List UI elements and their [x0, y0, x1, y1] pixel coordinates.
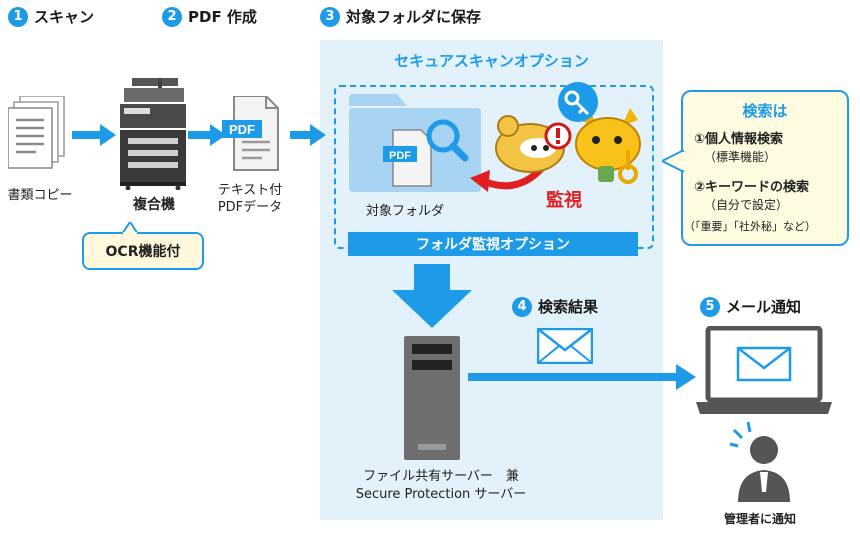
- server-label: ファイル共有サーバー 兼 Secure Protection サーバー: [330, 468, 552, 504]
- laptop-icon: [696, 326, 832, 414]
- ocr-callout-pointer: [122, 222, 138, 234]
- step-label: スキャン: [34, 8, 95, 26]
- arrow-right-icon: [188, 124, 226, 146]
- document-stack-icon: [8, 96, 65, 169]
- step-label: PDF 作成: [188, 8, 257, 26]
- server-line1: ファイル共有サーバー 兼: [363, 469, 519, 484]
- step-label: 対象フォルダに保存: [346, 8, 482, 26]
- step-number-badge: 1: [8, 6, 28, 27]
- down-arrow-icon: [392, 264, 472, 328]
- search-info-box: [681, 90, 849, 246]
- arrow-right-icon: [72, 124, 116, 146]
- mail-envelope-icon: [537, 328, 593, 364]
- pdf-icon-text: PDF: [229, 122, 255, 137]
- multifunction-printer-icon: [120, 78, 186, 190]
- arrow-right-icon: [290, 124, 326, 146]
- search-title: 検索は: [742, 102, 788, 120]
- step-2-header: 2 PDF 作成: [162, 6, 257, 27]
- step-3-header: 3 対象フォルダに保存: [320, 6, 481, 27]
- search-item1-title: ①個人情報検索: [694, 132, 784, 147]
- admin-label: 管理者に通知: [723, 512, 796, 526]
- folder-monitor-band: フォルダ監視オプション: [348, 232, 638, 256]
- panel-title: セキュアスキャンオプション: [394, 52, 589, 70]
- pdf-text-label: テキスト付 PDFデータ: [210, 182, 290, 216]
- step-label: メール通知: [726, 298, 802, 316]
- search-item1-sub: （標準機能）: [704, 150, 777, 164]
- key-badge-icon: [558, 82, 598, 122]
- administrator-icon: [729, 421, 790, 502]
- target-folder-icon: PDF: [349, 94, 481, 192]
- step-number-badge: 5: [700, 296, 720, 317]
- mfp-label: 複合機: [133, 197, 175, 213]
- arrow-right-icon: [468, 364, 696, 390]
- step-label: 検索結果: [538, 298, 599, 316]
- server-icon: [404, 336, 460, 460]
- ocr-badge: OCR機能付: [82, 232, 204, 270]
- folder-label: 対象フォルダ: [365, 204, 444, 219]
- search-item2-title: ②キーワードの検索: [694, 180, 810, 195]
- pdf-document-icon: PDF: [222, 96, 279, 171]
- step-number-badge: 3: [320, 6, 340, 27]
- step-1-header: 1 スキャン: [8, 6, 94, 27]
- mouse-mascot-icon: [495, 115, 572, 173]
- pdf-text-line2: PDFデータ: [217, 200, 283, 215]
- step-number-badge: 4: [512, 296, 532, 317]
- pdf-text-line1: テキスト付: [217, 183, 283, 198]
- search-box-pointer: [662, 150, 684, 172]
- pdf-icon-text: PDF: [389, 150, 411, 162]
- search-item2-note: （「重要」「社外秘」など）: [684, 220, 816, 233]
- server-line2: Secure Protection サーバー: [355, 487, 527, 502]
- copy-label: 書類コピー: [7, 188, 73, 203]
- search-item2-sub: （自分で設定）: [704, 198, 789, 212]
- step-number-badge: 2: [162, 6, 182, 27]
- monitor-label: 監視: [546, 190, 582, 211]
- step-5-header: 5 メール通知: [700, 296, 801, 317]
- step-4-header: 4 検索結果: [512, 296, 598, 317]
